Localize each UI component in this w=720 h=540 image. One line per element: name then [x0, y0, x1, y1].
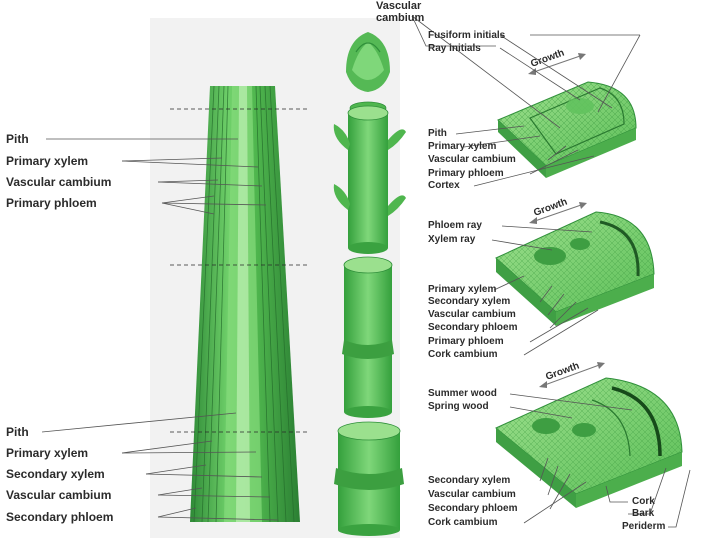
- label-p1-pith: Pith: [428, 128, 447, 139]
- label-p2-cork-cambium: Cork cambium: [428, 349, 498, 360]
- label-pith-bottom: Pith: [6, 425, 29, 439]
- label-spring-wood: Spring wood: [428, 401, 489, 412]
- label-periderm: Periderm: [622, 521, 666, 532]
- cross-section-primary: [497, 81, 637, 178]
- label-phloem-ray: Phloem ray: [428, 220, 482, 231]
- label-p2-secondary-phloem: Secondary phloem: [428, 322, 518, 333]
- label-xylem-ray: Xylem ray: [428, 234, 476, 245]
- growth-label-3: Growth: [544, 361, 581, 383]
- label-p2-secondary-xylem: Secondary xylem: [428, 296, 511, 307]
- label-bark: Bark: [632, 508, 655, 519]
- label-p1-primary-phloem: Primary phloem: [428, 168, 504, 179]
- label-p3-vascular-cambium: Vascular cambium: [428, 489, 516, 500]
- label-pith-top: Pith: [6, 132, 29, 146]
- growth-arrow-1: Growth: [528, 48, 586, 75]
- label-vascular-cambium-bottom: Vascular cambium: [6, 488, 112, 502]
- label-fusiform-initials: Fusiform initials: [428, 30, 506, 41]
- mature-stem-segment: [334, 421, 404, 536]
- label-vascular-cambium-top: Vascular cambium: [6, 175, 112, 189]
- label-primary-phloem-top: Primary phloem: [6, 196, 97, 210]
- header-line-1: Vascular: [376, 0, 422, 12]
- right-leader-lines: [411, 15, 691, 528]
- label-p1-cortex: Cortex: [428, 180, 460, 191]
- label-primary-xylem-top: Primary xylem: [6, 154, 89, 168]
- label-vascular-cambium-header: Vascular cambium: [376, 0, 424, 24]
- label-p3-secondary-xylem: Secondary xylem: [428, 475, 511, 486]
- young-stem-segment: [333, 105, 406, 254]
- label-p2-primary-phloem: Primary phloem: [428, 336, 504, 347]
- longitudinal-stem: [170, 85, 310, 523]
- label-cork: Cork: [632, 496, 655, 507]
- label-p1-primary-xylem: Primary xylem: [428, 141, 497, 152]
- label-p1-vascular-cambium: Vascular cambium: [428, 154, 516, 165]
- cross-section-secondary: [495, 211, 655, 326]
- label-secondary-xylem-bottom: Secondary xylem: [6, 467, 105, 481]
- label-p3-secondary-phloem: Secondary phloem: [428, 503, 518, 514]
- label-summer-wood: Summer wood: [428, 388, 497, 399]
- header-line-2: cambium: [376, 12, 425, 24]
- label-p3-cork-cambium: Cork cambium: [428, 517, 498, 528]
- label-p2-vascular-cambium: Vascular cambium: [428, 309, 516, 320]
- label-primary-xylem-bottom: Primary xylem: [6, 446, 89, 460]
- left-leader-lines: [41, 138, 279, 521]
- label-p2-primary-xylem: Primary xylem: [428, 284, 497, 295]
- label-secondary-phloem-bottom: Secondary phloem: [6, 510, 114, 524]
- label-ray-initials: Ray initials: [428, 43, 481, 54]
- cross-section-woody: [495, 377, 683, 508]
- middle-stem-segment: [342, 256, 394, 418]
